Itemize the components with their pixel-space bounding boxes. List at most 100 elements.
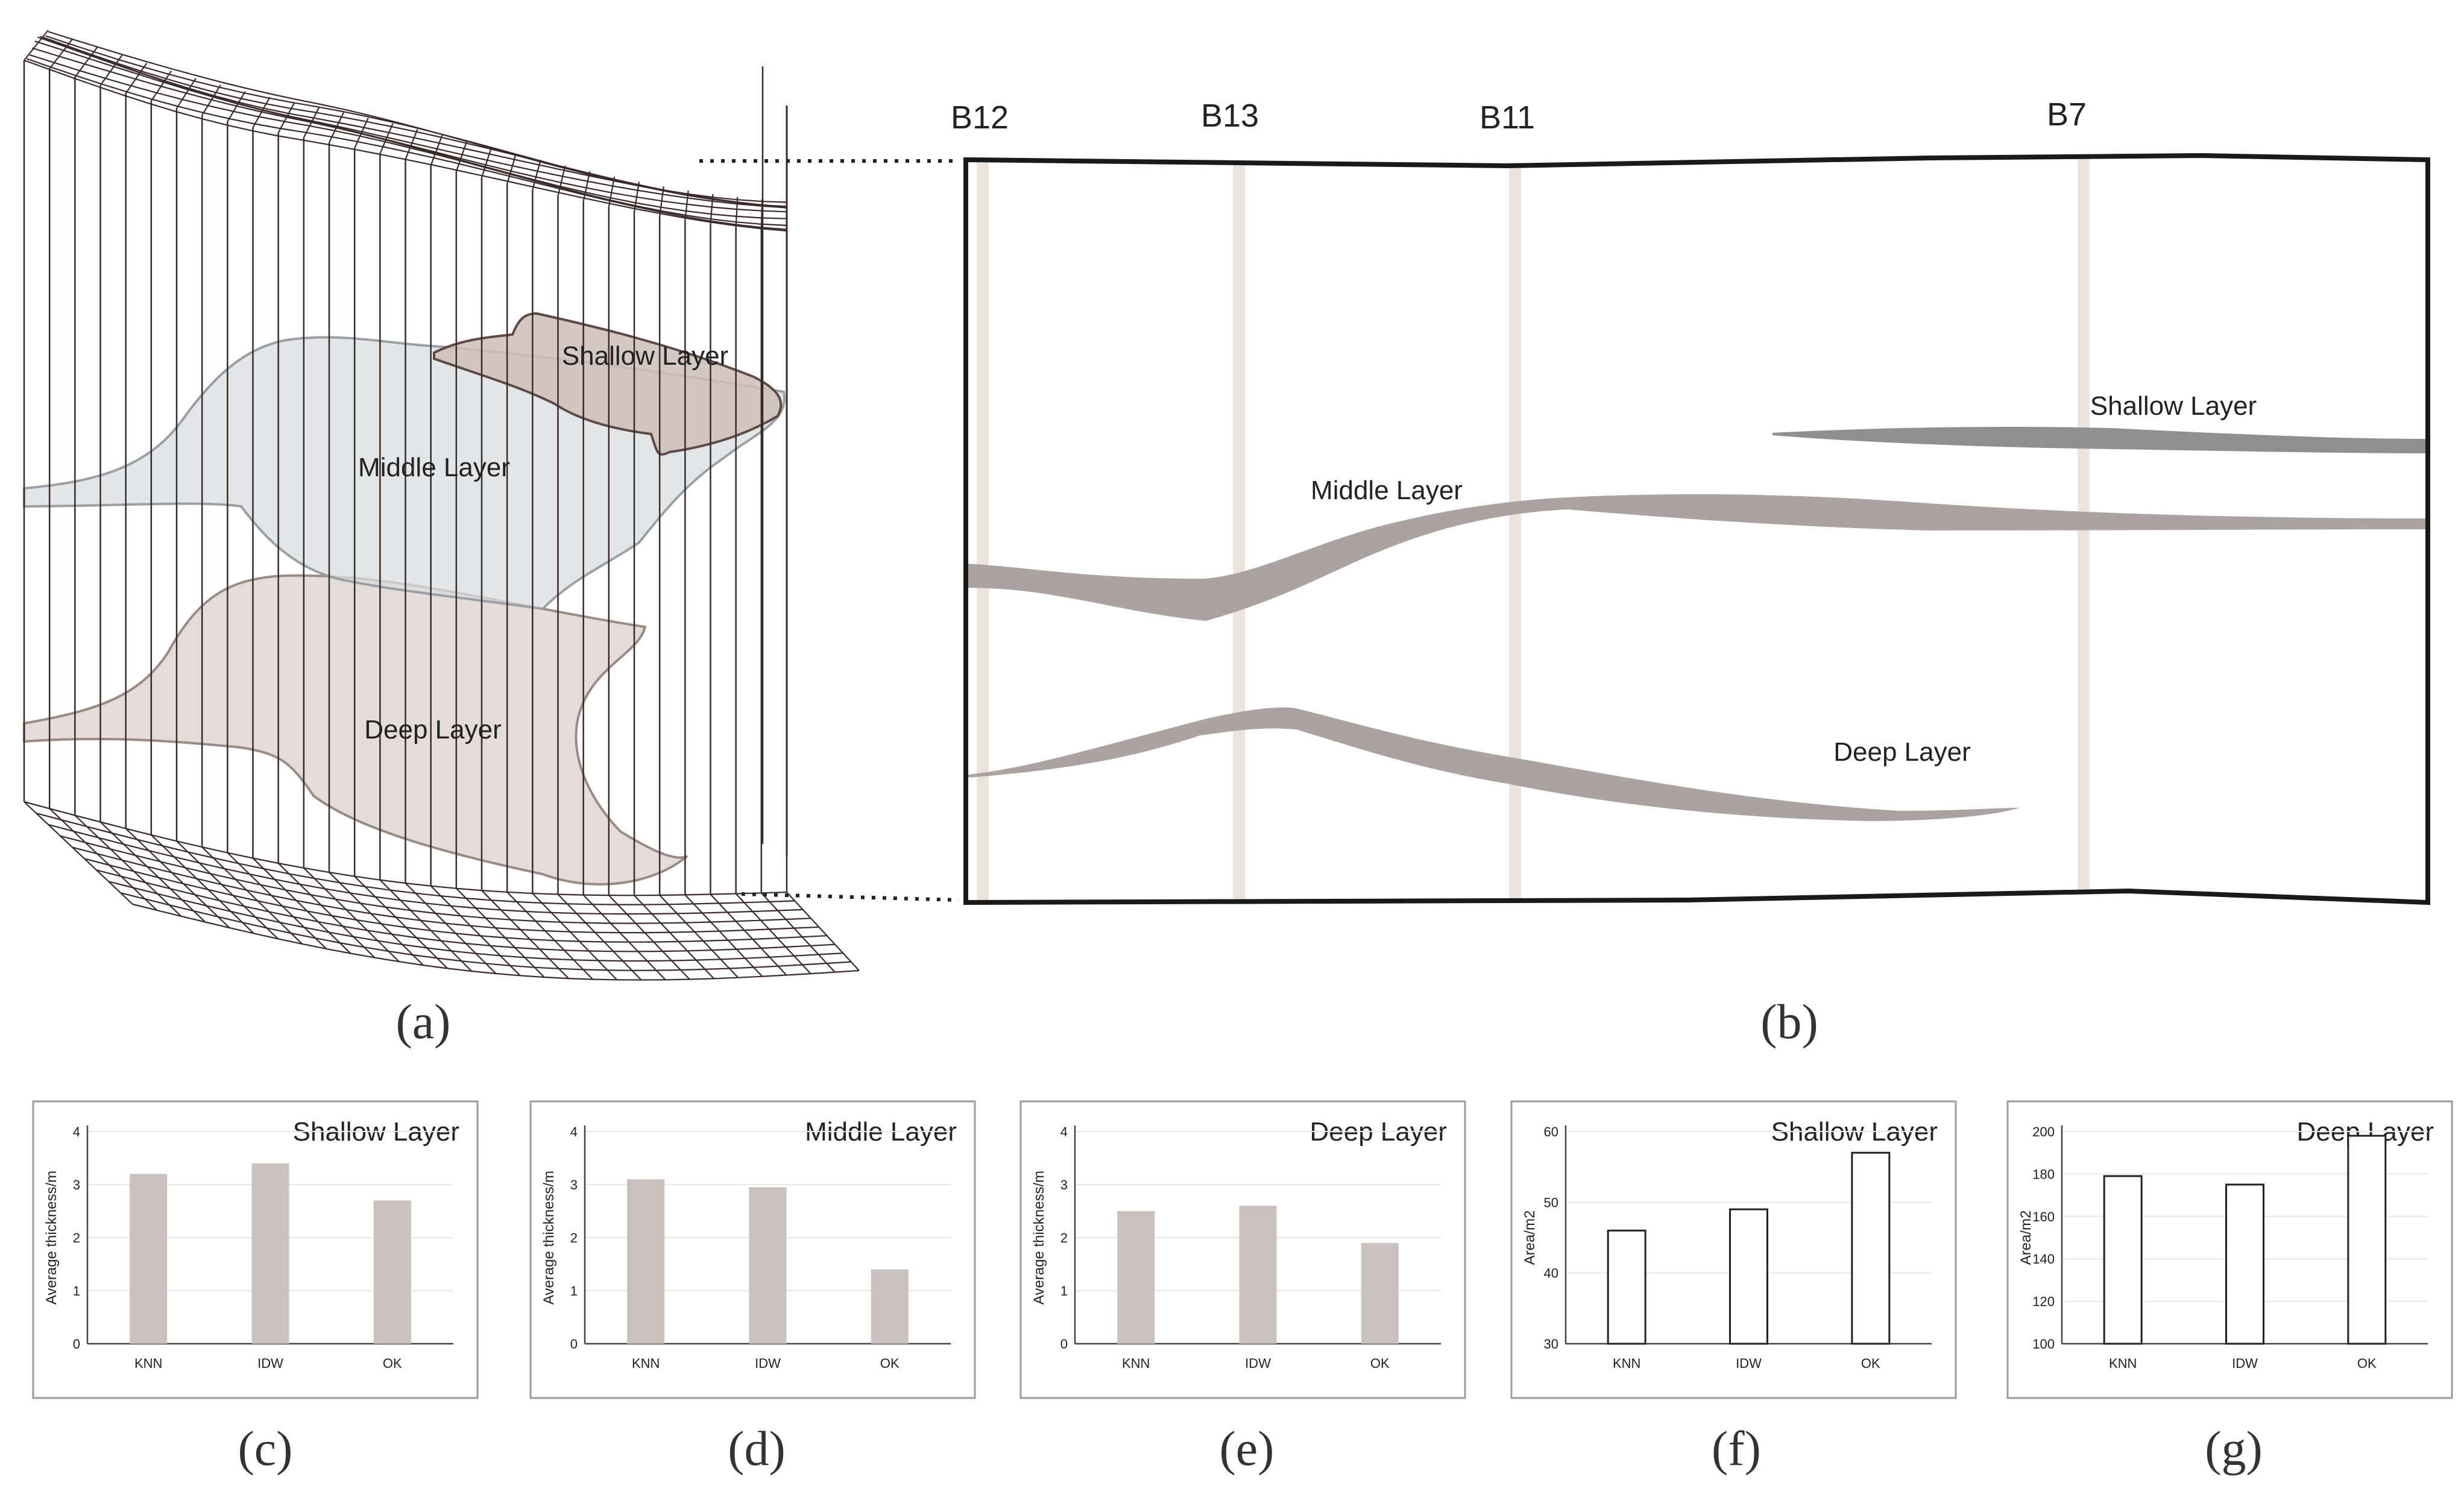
panel-label-a: (a) [395,994,450,1049]
connector-bottom [741,892,959,902]
block-model: Shallow Layer Middle Layer Deep Layer [23,30,860,981]
block-deep-label: Deep Layer [364,715,501,745]
borehole-b12 [977,162,989,900]
wire-bottom-col [49,808,157,911]
block-middle-label: Middle Layer [358,453,510,482]
borehole-label-b13: B13 [1201,98,1259,134]
panel-label-d: (d) [728,1421,786,1476]
chart-tick-label: 200 [2032,1124,2055,1139]
chart-tick-label: 0 [73,1336,80,1352]
chart-bar [871,1269,909,1344]
chart-tick-label: 2 [73,1230,80,1245]
wire-top-col [176,78,197,109]
borehole-b11 [1509,163,1521,901]
wire-top-row [40,36,787,208]
wire-top-col [201,84,221,116]
chart-bar [627,1179,665,1344]
wire-top-col [506,153,517,184]
panel-label-c: (c) [238,1421,292,1476]
wire-top-row [42,36,787,209]
chart-tick-label: 60 [1544,1124,1558,1139]
panel-label-f: (f) [1712,1421,1761,1476]
section-frame [963,153,2430,905]
wire-bottom-col [227,852,327,949]
borehole-label-b11: B11 [1479,99,1535,136]
wire-top-col [557,165,566,197]
wire-bottom-col [481,890,569,979]
wire-bottom-row [72,846,819,934]
wire-bottom-col [354,875,448,969]
chart-category-label: OK [880,1356,900,1371]
wire-bottom-col [557,893,642,981]
wire-bottom-row [96,869,836,952]
wire-bottom-col [684,894,763,977]
section-deep-label: Deep Layer [1833,737,1970,767]
chart-bar [2347,1135,2387,1345]
section-shallow-layer [1772,426,2427,453]
chart-category-label: IDW [1736,1356,1762,1371]
chart-tick-label: 2 [1060,1230,1068,1245]
chart-bar [1239,1206,1277,1344]
wire-bottom-col [24,801,133,905]
wire-top-col [455,141,468,172]
chart-bar [1607,1229,1646,1345]
wire-top-col [481,147,493,178]
wire-bottom-col [252,857,351,954]
wire-top-col [49,38,74,69]
wire-top-row [45,35,787,207]
chart-tick-label: 4 [1060,1124,1068,1139]
chart-category-label: KNN [2109,1356,2137,1371]
chart-bar [2103,1175,2143,1345]
wire-top-col [252,96,271,128]
wire-bottom-col [634,895,714,980]
chart-tick-label: 140 [2032,1251,2055,1267]
wire-top-col [125,63,148,94]
chart-tick-label: 2 [570,1230,578,1245]
wire-top-col [735,197,739,227]
borehole-b13 [1233,164,1245,901]
chart-tick-label: 0 [570,1336,578,1352]
chart-bar [1117,1211,1155,1344]
chart-tick-label: 40 [1544,1266,1558,1281]
chart-tick-label: 1 [570,1283,578,1299]
wire-top-col [532,159,541,190]
chart-bar [2225,1183,2264,1345]
wire-bottom-col [329,872,424,966]
wire-top-col [582,171,591,202]
wire-top-col [710,194,714,225]
wire-bottom-col [201,846,303,945]
wire-bottom-col [74,814,182,917]
section-middle-layer [967,494,2427,621]
wire-top-col [684,190,689,221]
wire-bottom-col [761,892,836,973]
wire-top-col [379,123,394,154]
chart-tick-label: 160 [2032,1209,2055,1224]
wire-top-col [633,181,640,212]
section-middle-label: Middle Layer [1311,476,1463,505]
wire-top-col [354,117,369,148]
chart-bar [130,1174,168,1344]
wire-top-col [608,177,616,207]
wire-bottom-col [786,892,860,971]
chart-tick-label: 1 [1060,1283,1068,1299]
chart-bar [749,1187,787,1344]
chart-bar [373,1200,411,1344]
borehole-label-b7: B7 [2047,96,2087,133]
panel-label-e: (e) [1219,1421,1274,1476]
wire-top-col [659,186,664,217]
chart-category-label: IDW [755,1356,781,1371]
wire-bottom-col [659,895,739,978]
wire-bottom-col [379,879,473,972]
wire-top-col [227,91,246,122]
wire-top-col [329,112,344,143]
wire-bottom-row [132,903,860,981]
wire-bottom-col [710,893,787,976]
wire-bottom-col [125,828,230,928]
chart-tick-label: 3 [1060,1177,1068,1192]
chart-category-label: IDW [1245,1356,1271,1371]
chart-ylabel: Area/m2 [1522,1211,1538,1265]
wire-top-col [99,54,123,86]
